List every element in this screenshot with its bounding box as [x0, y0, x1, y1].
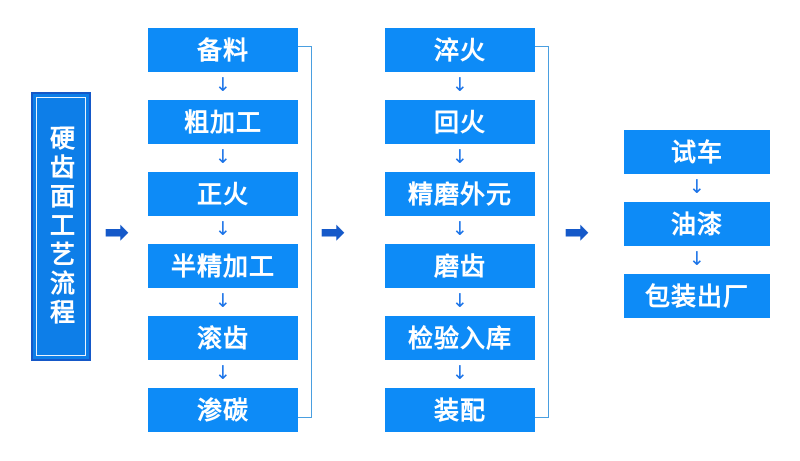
down-arrow-icon: ↓ [215, 290, 231, 312]
process-box-jingmowaiyuan[interactable]: 精磨外元 [385, 172, 535, 216]
stage-arrow-2-icon: ➡ [320, 215, 346, 250]
process-box-gunchi[interactable]: 滚齿 [148, 316, 298, 360]
down-arrow-icon: ↓ [452, 218, 468, 240]
down-arrow-icon: ↓ [215, 218, 231, 240]
down-arrow-icon: ↓ [215, 74, 231, 96]
down-arrow-icon: ↓ [452, 362, 468, 384]
process-box-beiliao[interactable]: 备料 [148, 28, 298, 72]
process-box-mochi[interactable]: 磨齿 [385, 244, 535, 288]
process-box-baozhuangchuchang[interactable]: 包装出厂 [624, 274, 770, 318]
down-arrow-icon: ↓ [689, 176, 705, 198]
process-box-youqi[interactable]: 油漆 [624, 202, 770, 246]
process-box-huihuo[interactable]: 回火 [385, 100, 535, 144]
down-arrow-icon: ↓ [215, 362, 231, 384]
down-arrow-icon: ↓ [215, 146, 231, 168]
process-box-zhuangpei[interactable]: 装配 [385, 388, 535, 432]
down-arrow-icon: ↓ [452, 146, 468, 168]
flowchart-title-box: 硬齿面工艺流程 [31, 92, 91, 361]
column-2-bracket-connector [535, 46, 549, 418]
process-box-cuihuo[interactable]: 淬火 [385, 28, 535, 72]
process-box-banjingjiagong[interactable]: 半精加工 [148, 244, 298, 288]
process-box-jianyanruku[interactable]: 检验入库 [385, 316, 535, 360]
down-arrow-icon: ↓ [452, 290, 468, 312]
title-box-inner-frame: 硬齿面工艺流程 [36, 97, 86, 356]
down-arrow-icon: ↓ [452, 74, 468, 96]
process-box-shentan[interactable]: 渗碳 [148, 388, 298, 432]
stage-arrow-3-icon: ➡ [564, 215, 590, 250]
process-box-cujiagong[interactable]: 粗加工 [148, 100, 298, 144]
stage-arrow-1-icon: ➡ [104, 215, 130, 250]
down-arrow-icon: ↓ [689, 248, 705, 270]
process-box-shiche[interactable]: 试车 [624, 130, 770, 174]
page-title: 硬齿面工艺流程 [46, 125, 76, 328]
column-1-bracket-connector [298, 46, 312, 418]
process-box-zhenghuo[interactable]: 正火 [148, 172, 298, 216]
